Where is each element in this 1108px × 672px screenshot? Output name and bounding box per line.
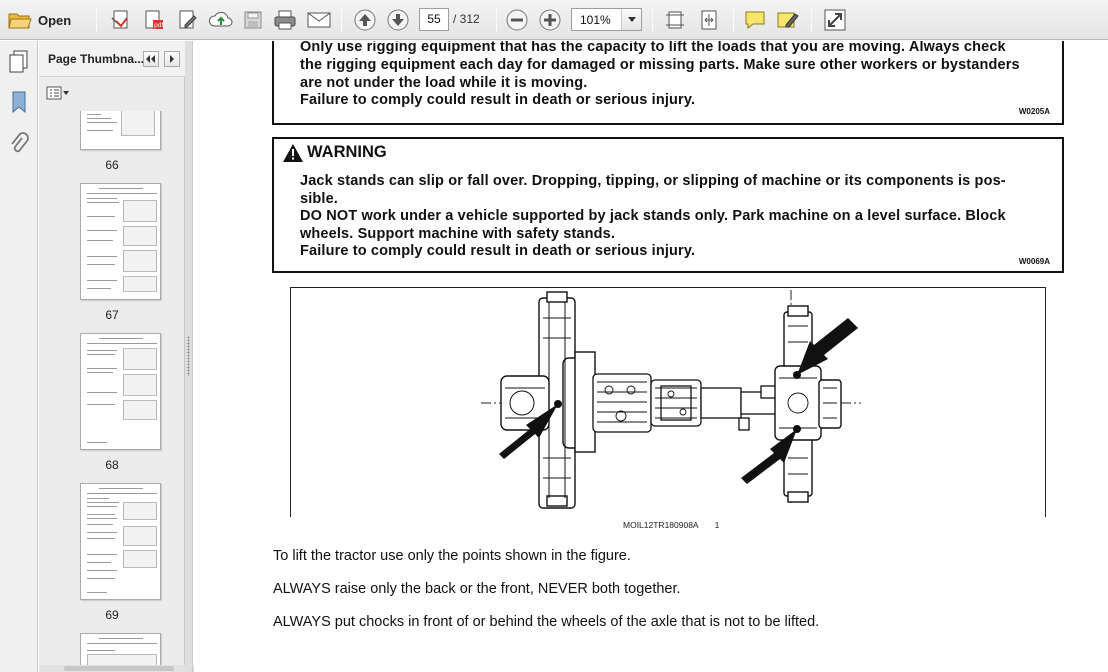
warning-title: WARNING — [307, 143, 387, 161]
panel-header: Page Thumbna... — [39, 41, 185, 77]
edit-button[interactable] — [175, 7, 201, 33]
options-menu-button[interactable] — [46, 84, 72, 102]
thumbnail-hscrollbar[interactable] — [39, 665, 199, 672]
export-pdf-button[interactable]: pdf — [141, 7, 167, 33]
page-thumbnails-tab[interactable] — [5, 47, 33, 75]
zoom-select[interactable]: 101% — [571, 8, 642, 31]
print-button[interactable] — [272, 7, 298, 33]
email-icon — [307, 12, 331, 28]
open-folder-icon — [8, 13, 32, 29]
open-button[interactable]: Open — [8, 7, 71, 33]
save-button[interactable] — [241, 7, 265, 33]
figure-caption-code: MOIL12TR180908A — [623, 520, 699, 530]
rigging-line-4: Failure to comply could result in death … — [300, 92, 696, 108]
rigging-line-3: are not under the load while it is movin… — [300, 75, 588, 91]
zoom-out-icon — [506, 9, 528, 31]
fit-page-icon — [666, 11, 684, 29]
hscroll-thumb[interactable] — [64, 666, 174, 671]
warning-heading: WARNING — [283, 143, 387, 162]
attachment-icon — [11, 132, 29, 153]
thumbnail-page-number: 66 — [105, 158, 119, 172]
figure-caption: MOIL12TR180908A 1 — [623, 520, 719, 530]
upload-icon — [209, 11, 233, 27]
navigation-pane-strip — [0, 41, 38, 672]
create-pdf-icon — [111, 10, 128, 29]
edit-icon — [179, 10, 197, 29]
page-number-input[interactable]: 55 — [419, 8, 449, 31]
rigging-line-2: the rigging equipment each day for damag… — [300, 57, 1020, 73]
highlight-button[interactable] — [775, 7, 801, 33]
svg-text:pdf: pdf — [154, 22, 165, 29]
paragraph-2: ALWAYS raise only the back or the front,… — [273, 581, 681, 597]
thumbnail-page-number: 67 — [105, 308, 119, 322]
create-pdf-button[interactable] — [108, 7, 134, 33]
thumbnail-panel: Page Thumbna... 66 — [39, 41, 218, 672]
options-icon — [46, 86, 69, 100]
thumbnail-page-68[interactable] — [80, 333, 161, 450]
panel-title: Page Thumbna... — [48, 52, 145, 66]
rigging-line-1: Only use rigging equipment that has the … — [300, 41, 1006, 55]
warning-code: W0069A — [1018, 257, 1050, 266]
highlight-icon — [777, 12, 799, 28]
next-page-icon — [387, 9, 409, 31]
zoom-in-icon — [539, 9, 561, 31]
fullscreen-icon — [824, 9, 846, 31]
pages-icon — [9, 50, 28, 73]
warning-line-4: wheels. Support machine with safety stan… — [300, 226, 616, 242]
warning-line-1: Jack stands can slip or fall over. Dropp… — [300, 173, 1006, 189]
fit-width-icon — [701, 10, 717, 30]
tractor-chassis-diagram — [481, 290, 861, 509]
export-pdf-icon: pdf — [145, 10, 165, 29]
rigging-code: W0205A — [1018, 107, 1050, 116]
collapse-panel-button[interactable] — [143, 51, 159, 67]
thumbnail-list: 66 67 — [39, 111, 185, 672]
double-chevron-left-icon — [146, 55, 155, 63]
thumbnail-page-66[interactable] — [80, 111, 161, 150]
page-total-label: / 312 — [453, 12, 480, 26]
zoom-value: 101% — [580, 13, 611, 27]
warning-box: WARNING Jack stands can slip or fall ove… — [272, 137, 1064, 273]
document-view[interactable]: Only use rigging equipment that has the … — [194, 41, 1108, 672]
fullscreen-button[interactable] — [822, 7, 848, 33]
pane-splitter[interactable] — [185, 41, 193, 672]
fit-page-button[interactable] — [662, 7, 688, 33]
email-button[interactable] — [305, 7, 333, 33]
bookmark-icon — [12, 91, 26, 114]
main-toolbar: Open pdf 55 / 312 — [0, 0, 1108, 40]
thumbnail-page-69[interactable] — [80, 483, 161, 600]
zoom-in-button[interactable] — [537, 7, 563, 33]
attachments-tab[interactable] — [5, 131, 33, 159]
comment-button[interactable] — [742, 7, 768, 33]
dropdown-icon — [627, 17, 636, 22]
comment-icon — [745, 11, 765, 30]
fit-width-button[interactable] — [696, 7, 722, 33]
zoom-dropdown-button[interactable] — [621, 9, 641, 30]
thumbnail-page-number: 68 — [105, 458, 119, 472]
paragraph-3: ALWAYS put chocks in front of or behind … — [273, 614, 820, 630]
expand-panel-button[interactable] — [164, 51, 180, 67]
panel-options-row — [39, 78, 185, 108]
splitter-grip[interactable] — [187, 336, 190, 376]
figure-number: 1 — [714, 520, 720, 530]
bookmarks-tab[interactable] — [5, 88, 33, 116]
paragraph-1: To lift the tractor use only the points … — [273, 548, 631, 564]
rigging-caution-box: Only use rigging equipment that has the … — [272, 41, 1064, 125]
warning-line-5: Failure to comply could result in death … — [300, 243, 696, 259]
warning-line-2: sible. — [300, 191, 338, 207]
next-page-button[interactable] — [385, 7, 411, 33]
previous-page-button[interactable] — [352, 7, 378, 33]
warning-triangle-icon — [283, 143, 303, 162]
chevron-right-icon — [170, 55, 174, 63]
thumbnail-page-number: 69 — [105, 608, 119, 622]
thumbnail-page-67[interactable] — [80, 183, 161, 300]
print-icon — [274, 10, 296, 30]
warning-line-3: DO NOT work under a vehicle supported by… — [300, 208, 1006, 224]
tractor-lift-points-figure — [290, 287, 1046, 517]
prev-page-icon — [354, 9, 376, 31]
upload-button[interactable] — [208, 7, 234, 33]
zoom-out-button[interactable] — [504, 7, 530, 33]
open-label: Open — [38, 12, 72, 28]
save-icon — [244, 11, 262, 29]
